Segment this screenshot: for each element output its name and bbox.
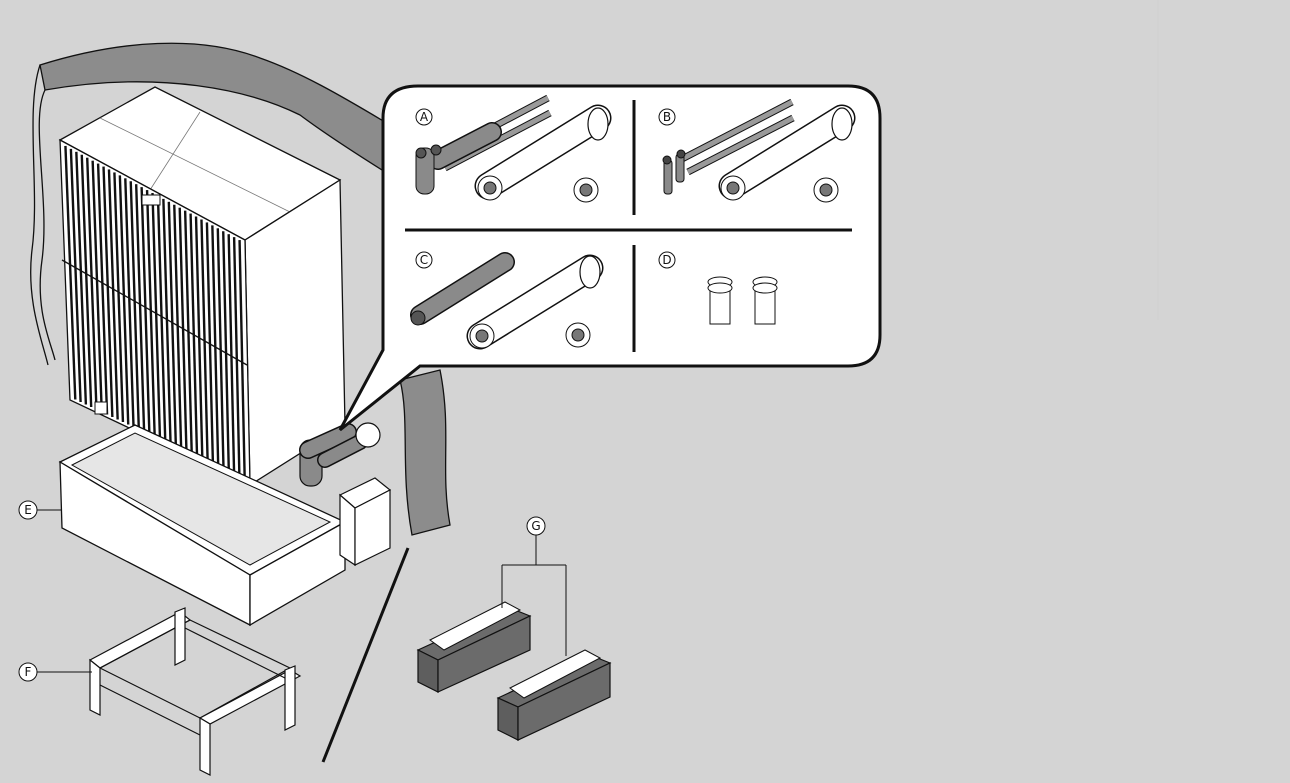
- grille-slat: [145, 190, 156, 438]
- grille-slat: [238, 240, 246, 480]
- panel-a-pipe-kit: A: [415, 94, 612, 203]
- callout-e: E: [18, 500, 62, 520]
- panel-c-marker: [415, 251, 433, 269]
- panel-b-pipe-kit: B: [658, 98, 856, 203]
- grille-slat: [102, 166, 114, 418]
- grille-slat: [232, 237, 241, 478]
- grille-slat: [140, 187, 151, 435]
- grille-slat: [124, 178, 135, 428]
- callout-g-label: G: [531, 519, 540, 533]
- panel-d-couplings: D: [658, 251, 778, 325]
- grille-slat: [96, 163, 109, 415]
- callout-f-label: F: [25, 665, 32, 679]
- unit-connection-pipes: [299, 422, 381, 487]
- grille-slat: [69, 148, 82, 403]
- grille-slat: [91, 160, 103, 413]
- plinth-box-e: [58, 424, 347, 627]
- grille-slat: [134, 184, 146, 433]
- grille-slat: [86, 157, 98, 410]
- grille-slat: [227, 234, 236, 475]
- grille-slat: [156, 195, 167, 443]
- lower-hose-band: [399, 369, 451, 536]
- grille-slat: [173, 204, 183, 450]
- panel-d-marker: [658, 251, 676, 269]
- panel-a-marker: [415, 108, 433, 126]
- grille-slat: [222, 231, 231, 473]
- heat-pump-unit: [58, 86, 346, 487]
- grille-slat: [178, 207, 188, 453]
- panel-c-pipe-kit: C: [410, 251, 604, 350]
- grille-slat: [162, 198, 172, 445]
- grille-slat: [75, 151, 88, 405]
- grille-slat: [183, 210, 193, 455]
- panel-b-marker: [658, 108, 676, 126]
- grille-slat: [129, 181, 141, 430]
- grille-slat: [151, 192, 162, 440]
- grille-slat: [167, 201, 178, 448]
- grille-slat: [80, 154, 93, 408]
- panel-c-label: C: [420, 253, 428, 267]
- callout-e-label: E: [24, 503, 32, 517]
- grille-slat: [211, 225, 220, 468]
- grille-slat: [107, 169, 119, 420]
- callout-g: G: [501, 516, 567, 656]
- panel-a-label: A: [420, 110, 429, 124]
- duct-box: [338, 477, 392, 567]
- grille-slat: [64, 145, 77, 400]
- panel-d-label: D: [662, 253, 671, 267]
- grille-slat: [216, 228, 225, 470]
- callout-f: F: [18, 662, 92, 682]
- panel-b-label: B: [663, 110, 671, 124]
- base-frame-f: [88, 607, 302, 776]
- grille-slat: [118, 175, 130, 425]
- damping-feet-g: [416, 601, 612, 741]
- grille-slat: [113, 172, 125, 423]
